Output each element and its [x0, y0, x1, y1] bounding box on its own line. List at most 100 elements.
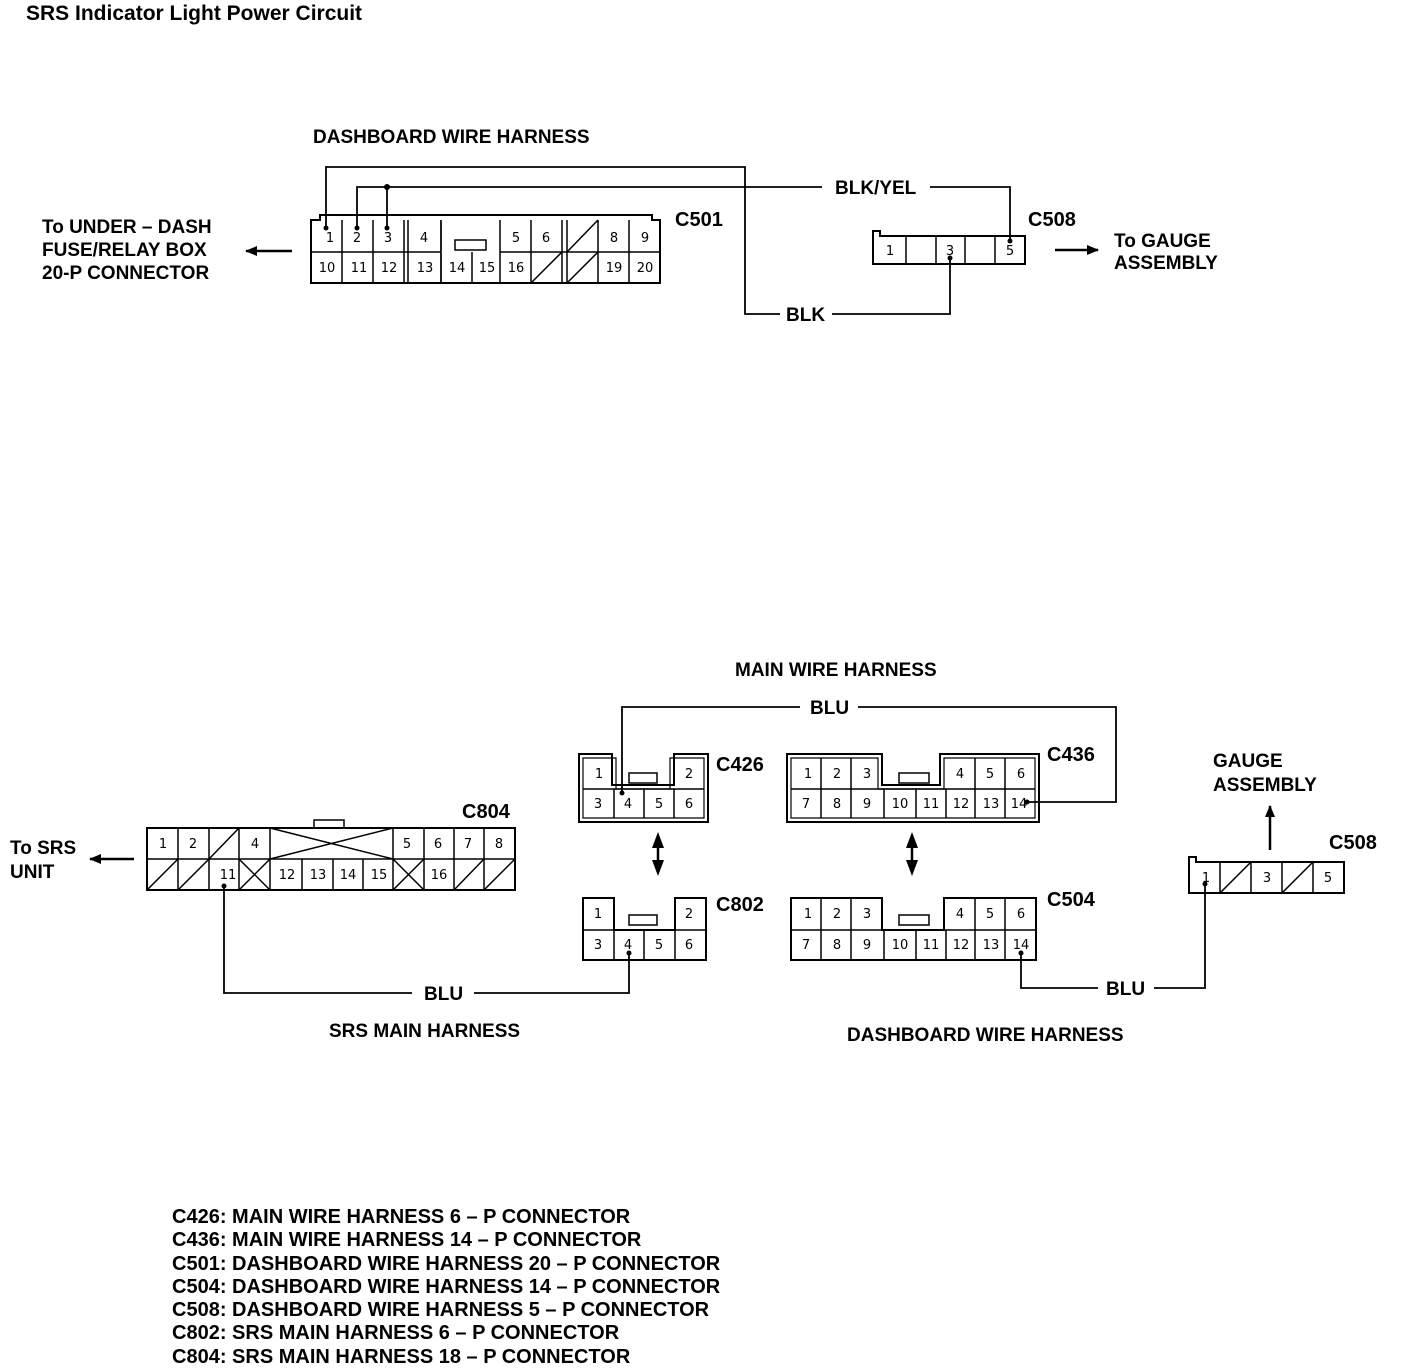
gauge-label-line1: To GAUGE: [1114, 231, 1211, 252]
legend-item: C508: DASHBOARD WIRE HARNESS 5 – P CONNE…: [172, 1299, 710, 1322]
c804-pin: 14: [340, 868, 357, 883]
c436-pin: 11: [923, 797, 940, 812]
c436-pin: 13: [983, 797, 1000, 812]
c504-pin: 9: [863, 938, 871, 953]
c504-label: C504: [1047, 889, 1096, 911]
c802-pin: 1: [594, 907, 602, 922]
c804-pin: 6: [434, 837, 442, 852]
gauge-assembly-line1: GAUGE: [1213, 751, 1283, 772]
mate-arrow-icon: [652, 832, 664, 876]
c504-pin: 12: [953, 938, 970, 953]
c501-pin: 14: [449, 261, 466, 276]
pin-dot: [1007, 238, 1013, 244]
c804-label: C804: [462, 801, 511, 823]
wire-blk-yel-label: BLK/YEL: [835, 178, 917, 199]
c504-pin: 4: [956, 907, 964, 922]
main-harness-label: MAIN WIRE HARNESS: [735, 660, 937, 681]
c504-pin: 7: [802, 938, 810, 953]
c501-pin: 11: [351, 261, 368, 276]
c504-pin: 10: [892, 938, 909, 953]
to-srs-label-line2: UNIT: [10, 862, 55, 883]
c501-pin: 16: [508, 261, 525, 276]
c501-pin: 12: [381, 261, 398, 276]
pin-dot: [626, 950, 632, 956]
c426-pin: 6: [685, 797, 693, 812]
c436-pin: 3: [863, 767, 871, 782]
dashboard-harness-label-top: DASHBOARD WIRE HARNESS: [313, 127, 590, 148]
c504-pin: 14: [1013, 938, 1030, 953]
c802-label: C802: [716, 894, 764, 916]
connector-c508-bottom: [1188, 856, 1345, 894]
c501-pin: 3: [384, 231, 392, 246]
blu-wire-left: [223, 886, 630, 994]
c504-pin: 1: [804, 907, 812, 922]
connector-c804: [146, 819, 516, 891]
pin-dot: [323, 225, 329, 231]
c804-pin: 8: [495, 837, 503, 852]
c436-pin: 4: [956, 767, 964, 782]
connector-legend: C426: MAIN WIRE HARNESS 6 – P CONNECTOR …: [172, 1206, 720, 1369]
pin-dot: [354, 225, 360, 231]
c508-pin: 5: [1006, 244, 1014, 259]
c436-pin: 8: [833, 797, 841, 812]
pin-dot: [947, 255, 953, 261]
c436-pin: 1: [804, 767, 812, 782]
pin-dot: [1202, 881, 1208, 887]
c802-pin: 3: [594, 938, 602, 953]
c426-pin: 3: [594, 797, 602, 812]
c804-pin: 11: [220, 868, 237, 883]
wire-blu-right-label: BLU: [1106, 979, 1145, 1000]
c436-pin: 12: [953, 797, 970, 812]
pin-dot: [1024, 799, 1030, 805]
c436-pin: 10: [892, 797, 909, 812]
pin-dot: [221, 883, 227, 889]
legend-item: C501: DASHBOARD WIRE HARNESS 20 – P CONN…: [172, 1252, 721, 1275]
connector-c802: [582, 897, 707, 961]
c501-pin: 5: [512, 231, 520, 246]
c804-pin: 1: [159, 837, 167, 852]
connector-c426: [578, 753, 709, 823]
legend-item: C802: SRS MAIN HARNESS 6 – P CONNECTOR: [172, 1322, 620, 1345]
fuse-box-label-line3: 20-P CONNECTOR: [42, 263, 209, 284]
connector-c436: [786, 753, 1040, 823]
connector-c504: [790, 897, 1037, 961]
c501-pin: 15: [479, 261, 496, 276]
c426-label: C426: [716, 754, 764, 776]
gauge-label-line2: ASSEMBLY: [1114, 253, 1218, 274]
connector-c501: [310, 214, 661, 284]
c804-pin: 5: [403, 837, 411, 852]
blu-wire-right: [1020, 884, 1206, 989]
c436-pin: 5: [986, 767, 994, 782]
c501-pin: 8: [610, 231, 618, 246]
c501-pin: 19: [606, 261, 623, 276]
page-title: SRS Indicator Light Power Circuit: [26, 2, 363, 25]
blu-wire-top: [621, 706, 1117, 803]
c804-pin: 2: [189, 837, 197, 852]
c436-pin: 14: [1011, 797, 1028, 812]
c501-pin: 9: [641, 231, 649, 246]
to-srs-label-line1: To SRS: [10, 838, 76, 859]
c508-pin: 1: [1202, 871, 1210, 886]
mate-arrow-icon: [906, 832, 918, 876]
c508-top-label: C508: [1028, 209, 1076, 231]
splice-dot: [384, 184, 390, 190]
c804-pin: 7: [464, 837, 472, 852]
legend-item: C426: MAIN WIRE HARNESS 6 – P CONNECTOR: [172, 1206, 631, 1228]
c504-pin: 6: [1017, 907, 1025, 922]
c804-pin: 15: [371, 868, 388, 883]
c436-pin: 2: [833, 767, 841, 782]
c426-pin: 1: [595, 767, 603, 782]
pin-dot: [384, 225, 390, 231]
c804-pin: 12: [279, 868, 296, 883]
wire-blu-top-label: BLU: [810, 698, 849, 719]
legend-item: C804: SRS MAIN HARNESS 18 – P CONNECTOR: [172, 1345, 631, 1368]
c802-pin: 4: [624, 938, 632, 953]
c802-pin: 6: [685, 938, 693, 953]
gauge-assembly-line2: ASSEMBLY: [1213, 775, 1317, 796]
c426-pin: 4: [624, 797, 632, 812]
c508-pin: 3: [1263, 871, 1271, 886]
c804-pin: 4: [251, 837, 259, 852]
c501-pin: 13: [417, 261, 434, 276]
c501-pin: 2: [353, 231, 361, 246]
